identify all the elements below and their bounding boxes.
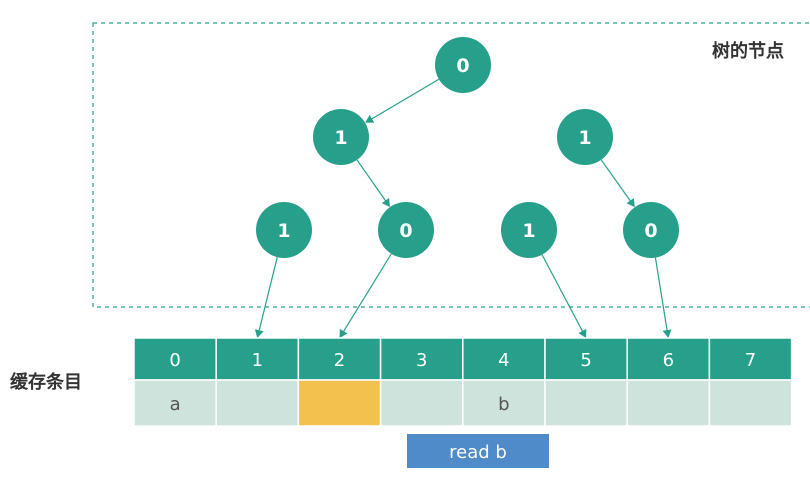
tree-node-leaf-2[interactable]: 0 [378,202,434,258]
tree-node-root[interactable]: 0 [435,37,491,93]
cache-index-cell [708,337,793,381]
tree-node-value: 0 [399,220,412,242]
cache-index-text: 3 [416,350,427,371]
tree-region-border [92,22,810,308]
tree-node-value: 1 [277,220,290,242]
cache-entry-2[interactable]: 2 [297,337,382,427]
tree-node-circle [378,202,434,258]
cache-index-text: 7 [745,350,756,371]
tree-node-circle [256,202,312,258]
cache-index-text: 2 [334,350,345,371]
leaf-pointer-leaf-2-to-entry-2 [339,253,392,338]
leaf-pointer-leaf-3-to-entry-5 [541,254,587,339]
cache-entry-4[interactable]: 4b [462,337,546,427]
cache-entries-label: 缓存条目 [10,371,82,393]
cache-index-text: 6 [663,350,674,371]
cache-entry-0[interactable]: 0a [133,337,217,427]
cache-index-cell [297,337,382,381]
leaf-pointer-leaf-1-to-entry-1 [254,257,278,339]
cache-index-text: 5 [580,350,591,371]
tree-node-circle [435,37,491,93]
cache-index-cell [626,337,711,381]
tree-node-circle [623,202,679,258]
tree-node-leaf-1[interactable]: 1 [256,202,312,258]
tree-node-value: 1 [578,127,591,149]
cache-value-cell-highlighted [297,379,382,427]
cache-value-cell [544,379,628,427]
cache-entry-7[interactable]: 7 [708,337,793,427]
tree-edge-root-to-l1-left [365,78,440,123]
cache-entry-6[interactable]: 6 [626,337,711,427]
cache-value-cell [708,379,793,427]
tree-node-value: 0 [456,55,469,77]
cache-entry-5[interactable]: 5 [544,337,628,427]
cache-value-text: a [170,394,181,415]
tree-node-leaf-3[interactable]: 1 [501,202,557,258]
tree-node-l1-left[interactable]: 1 [313,109,369,165]
cache-index-text: 0 [169,350,180,371]
tree-node-value: 1 [334,127,347,149]
tree-node-l1-right[interactable]: 1 [557,109,613,165]
cache-value-cell [462,379,546,427]
tree-node-leaf-4[interactable]: 0 [623,202,679,258]
read-b-button[interactable]: read b [407,434,549,468]
cache-index-cell [133,337,217,381]
cache-index-text: 4 [498,350,509,371]
cache-index-text: 1 [252,350,263,371]
leaf-pointers [254,253,672,339]
tree-node-value: 1 [522,220,535,242]
tree-node-circle [557,109,613,165]
tree-node-value: 0 [644,220,657,242]
cache-value-text: b [498,394,509,415]
cache-entry-1[interactable]: 1 [215,337,300,427]
read-b-button-bg [407,434,549,468]
tree-edge-l1-right-to-leaf-4 [600,159,635,208]
cache-entry-3[interactable]: 3 [379,337,464,427]
leaf-pointer-leaf-4-to-entry-6 [654,257,672,338]
read-b-button-label: read b [449,442,507,463]
tree-edge-l1-left-to-leaf-2 [356,159,390,208]
cache-index-cell [544,337,628,381]
tree-edges [356,78,635,208]
cache-value-cell [379,379,464,427]
cache-value-cell [626,379,711,427]
tree-region-label: 树的节点 [712,40,784,62]
cache-index-cell [215,337,300,381]
tree-nodes: 0 1 1 1 0 1 0 [256,37,679,258]
tree-node-circle [313,109,369,165]
cache-value-cell [215,379,300,427]
tree-node-circle [501,202,557,258]
